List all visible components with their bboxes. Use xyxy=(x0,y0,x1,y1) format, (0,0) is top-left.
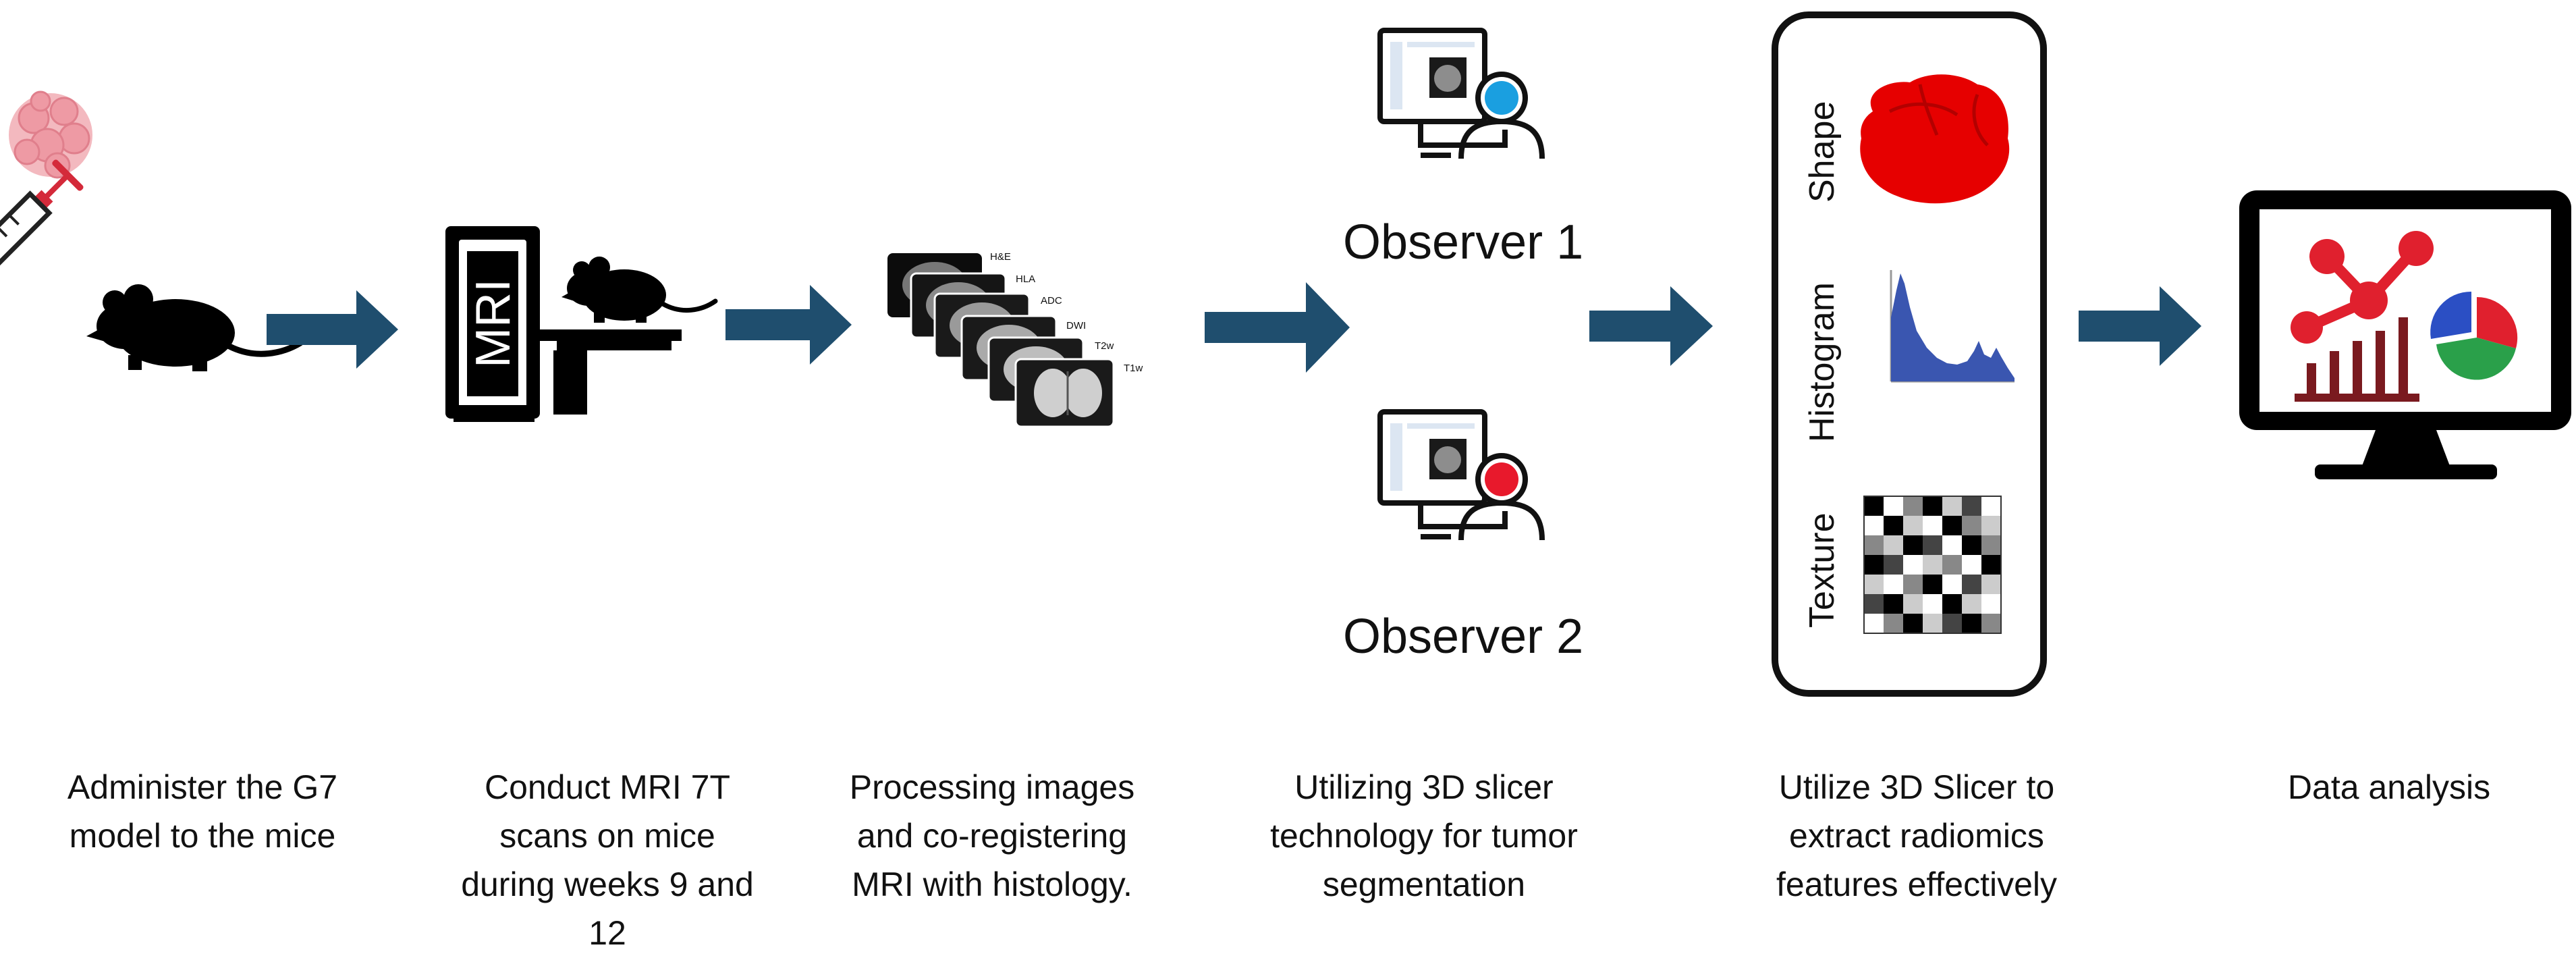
texture-cell xyxy=(1903,516,1923,535)
observer-1-label: Observer 1 xyxy=(1343,215,1584,269)
texture-cell xyxy=(1923,516,1942,535)
slice-label-t1w: T1w xyxy=(1124,363,1143,374)
step-2-caption: Conduct MRI 7T scans on mice during week… xyxy=(461,768,754,952)
mri-scanner-icon: MRI xyxy=(445,226,682,422)
texture-cell xyxy=(1942,516,1962,535)
mouse-icon xyxy=(86,284,304,371)
texture-cell xyxy=(1864,555,1884,575)
texture-cell xyxy=(1962,555,1981,575)
texture-cell xyxy=(1884,555,1903,575)
texture-cell xyxy=(1884,594,1903,614)
arrow-step4-to-step5 xyxy=(1589,286,1713,366)
texture-cell xyxy=(1942,575,1962,594)
texture-cell xyxy=(1981,594,2001,614)
mri-slice-stack: H&E HLA ADC DWI T2w T1w xyxy=(887,251,1143,428)
texture-cell xyxy=(1981,516,2001,535)
texture-cell xyxy=(1962,575,1981,594)
texture-cell xyxy=(1923,496,1942,516)
texture-cell xyxy=(1864,575,1884,594)
texture-cell xyxy=(1884,496,1903,516)
texture-cell xyxy=(1942,594,1962,614)
texture-cell xyxy=(1923,555,1942,575)
slice-label-he: H&E xyxy=(990,251,1011,263)
slice-label-hla: HLA xyxy=(1016,273,1035,285)
slice-t1w: T1w xyxy=(1014,358,1143,428)
arrow-step3-to-step4 xyxy=(1205,282,1350,373)
texture-cell xyxy=(1864,535,1884,555)
texture-cell xyxy=(1903,535,1923,555)
arrow-step1-to-step2 xyxy=(267,290,398,369)
texture-cell xyxy=(1884,535,1903,555)
texture-cell xyxy=(1903,575,1923,594)
texture-cell xyxy=(1903,496,1923,516)
texture-cell xyxy=(1923,594,1942,614)
tumor-cells-icon xyxy=(9,90,92,179)
texture-cell xyxy=(1864,614,1884,633)
texture-cell xyxy=(1903,555,1923,575)
texture-cell xyxy=(1884,575,1903,594)
feature-texture-label: Texture xyxy=(1803,512,1842,628)
histogram-icon xyxy=(1890,270,2015,383)
texture-cell xyxy=(1942,555,1962,575)
texture-cell xyxy=(1923,575,1942,594)
texture-cell xyxy=(1981,555,2001,575)
feature-histogram-label: Histogram xyxy=(1803,282,1842,442)
texture-cell xyxy=(1884,614,1903,633)
texture-cell xyxy=(1981,535,2001,555)
texture-cell xyxy=(1864,496,1884,516)
texture-cell xyxy=(1981,614,2001,633)
slice-label-adc: ADC xyxy=(1041,295,1062,307)
step-4-caption: Utilizing 3D slicer technology for tumor… xyxy=(1270,768,1578,903)
texture-cell xyxy=(1981,496,2001,516)
slice-label-dwi: DWI xyxy=(1066,320,1086,331)
texture-cell xyxy=(1923,535,1942,555)
arrow-step5-to-step6 xyxy=(2079,286,2201,366)
observer-2-label: Observer 2 xyxy=(1343,610,1584,664)
texture-cell xyxy=(1923,614,1942,633)
texture-cell xyxy=(1942,614,1962,633)
arrow-step2-to-step3 xyxy=(725,285,852,365)
texture-icon xyxy=(1863,496,2002,634)
tumor-shape-icon xyxy=(1860,74,2010,204)
texture-cell xyxy=(1864,516,1884,535)
texture-cell xyxy=(1903,594,1923,614)
texture-cell xyxy=(1903,614,1923,633)
syringe-icon xyxy=(0,159,84,284)
mouse-on-table-icon xyxy=(561,257,718,323)
texture-border xyxy=(1863,496,2002,634)
texture-cell xyxy=(1962,496,1981,516)
texture-cell xyxy=(1981,575,2001,594)
texture-cell xyxy=(1962,516,1981,535)
texture-cell xyxy=(1962,614,1981,633)
pie-chart-icon xyxy=(2430,291,2518,380)
texture-cell xyxy=(1942,496,1962,516)
bar-chart-icon xyxy=(2295,317,2419,402)
step-6-caption: Data analysis xyxy=(2287,768,2491,806)
texture-cell xyxy=(1864,594,1884,614)
texture-cell xyxy=(1884,516,1903,535)
step-3-caption: Processing images and co-registering MRI… xyxy=(849,768,1135,903)
mri-label: MRI xyxy=(466,279,520,368)
network-graph-icon xyxy=(2291,231,2434,344)
feature-shape-label: Shape xyxy=(1803,101,1842,203)
step-1-caption: Administer the G7 model to the mice xyxy=(67,768,338,855)
observer-2-workstation-icon xyxy=(1377,409,1545,541)
texture-cell xyxy=(1962,594,1981,614)
observer-1-workstation-icon xyxy=(1377,28,1545,159)
step-5-caption: Utilize 3D Slicer to extract radiomics f… xyxy=(1776,768,2057,903)
texture-cell xyxy=(1942,535,1962,555)
slice-label-t2w: T2w xyxy=(1095,340,1114,352)
texture-cell xyxy=(1962,535,1981,555)
